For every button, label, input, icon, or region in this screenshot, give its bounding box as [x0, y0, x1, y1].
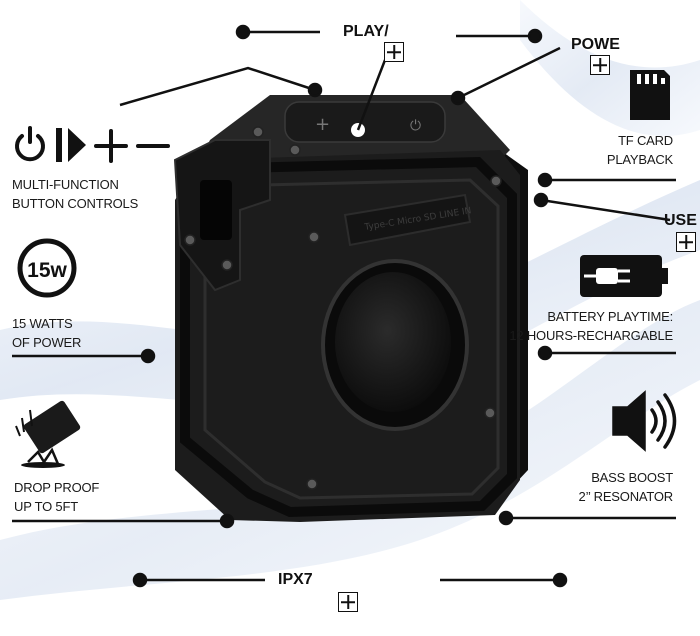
missing-glyph-icon: [384, 42, 404, 62]
feature-bass-label: BASS BOOST 2’’ RESONATOR: [578, 470, 674, 504]
drop-proof-icon: [15, 400, 81, 468]
feature-tf-card-label: TF CARD PLAYBACK: [606, 133, 673, 167]
svg-text:+: +: [315, 114, 330, 135]
missing-glyph-icon: [338, 592, 358, 612]
callout-power: POWE: [571, 36, 620, 53]
callout-play: PLAY/: [343, 23, 389, 40]
battery-icon: [580, 255, 668, 297]
feature-drop-proof-label: DROP PROOF UP TO 5FT: [14, 480, 100, 514]
multi-function-icon: [15, 126, 170, 163]
feature-battery-label: BATTERY PLAYTIME: 12 HOURS-RECHARGABLE: [509, 309, 673, 343]
missing-glyph-icon: [590, 55, 610, 75]
speaker-product: + ⏻ Type-C Micro SD LINE IN: [173, 95, 528, 522]
missing-glyph-icon: [676, 232, 696, 252]
feature-power-label: 15 WATTS OF POWER: [12, 316, 82, 350]
top-button-strip: [284, 101, 446, 143]
tf-card-icon: [630, 70, 670, 120]
feature-buttons-label: MULTI-FUNCTION BUTTON CONTROLS: [12, 177, 139, 211]
speaker-volume-icon: [612, 390, 677, 452]
svg-text:15w: 15w: [27, 259, 67, 282]
watts-badge-icon: 15w: [17, 238, 77, 298]
callout-ipx7: IPX7: [278, 571, 313, 588]
callout-usb: USE: [664, 212, 697, 229]
callout-lines: [12, 24, 676, 588]
svg-text:⏻: ⏻: [410, 118, 421, 134]
